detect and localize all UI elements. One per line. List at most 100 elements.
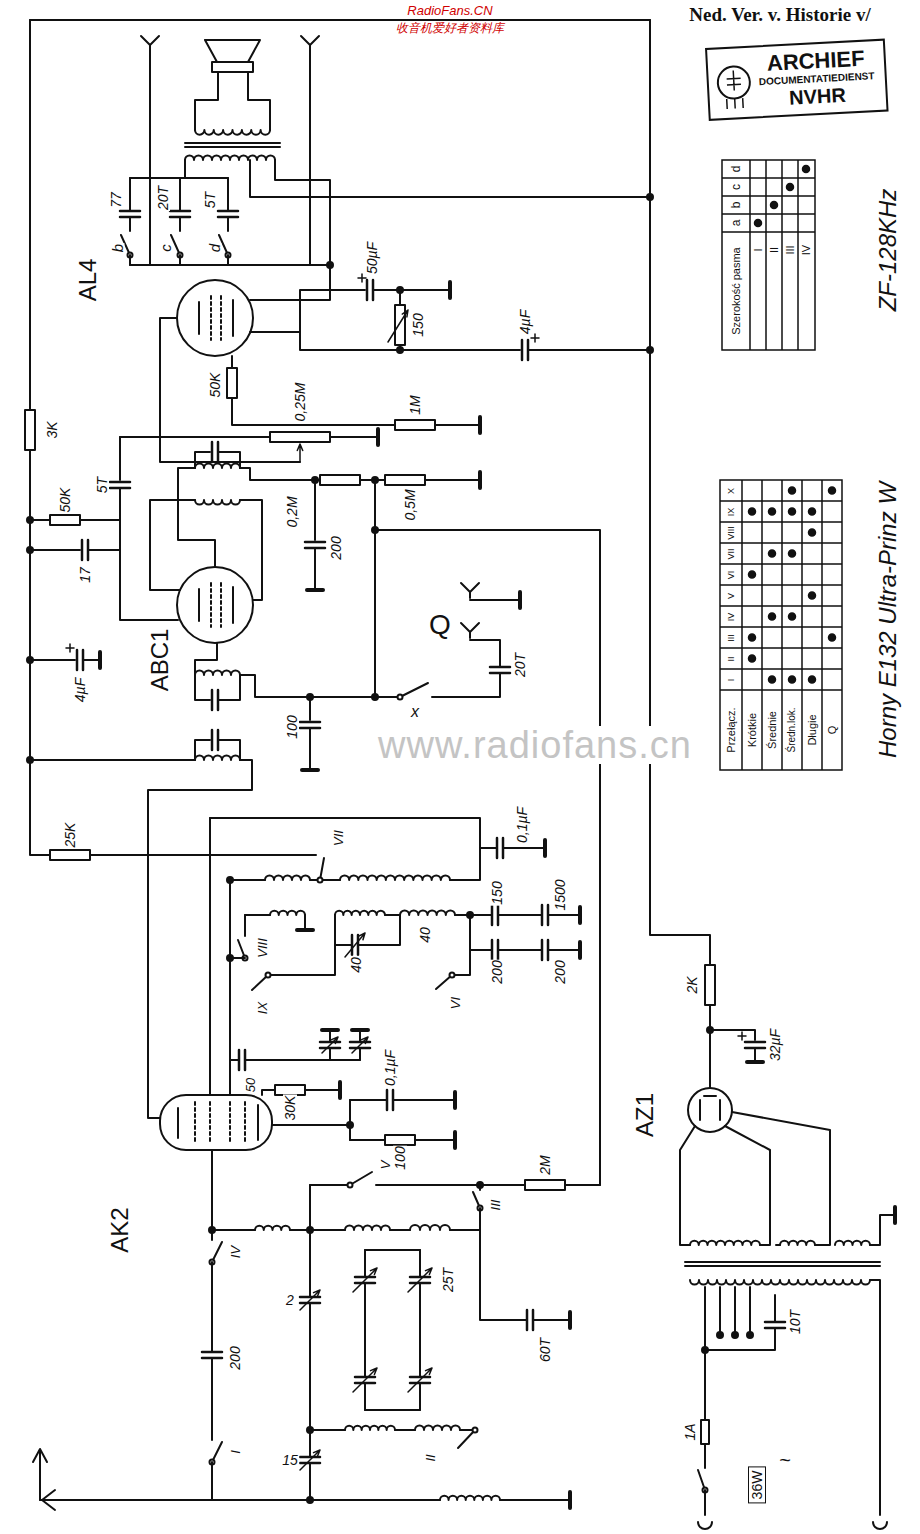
component-value: 200: [553, 959, 567, 984]
earth-socket: [42, 1490, 55, 1510]
wire: [209, 818, 211, 1095]
component-value: b: [110, 243, 125, 253]
ground-symbol: [543, 840, 547, 856]
wire: [719, 1287, 721, 1335]
component-value: 1500: [553, 878, 567, 911]
wire: [218, 740, 240, 760]
adjust-arrow: [388, 310, 408, 342]
component-value: 4µF: [73, 677, 87, 703]
ground-symbol: [352, 1028, 368, 1032]
wire: [365, 1249, 420, 1251]
wire: [650, 20, 710, 965]
table-dot: [809, 592, 816, 599]
resistor-symbol: [320, 475, 360, 485]
component-value: 5T: [95, 476, 109, 494]
wire: [129, 178, 131, 211]
table-dot: [789, 550, 796, 557]
coil-symbol: [255, 1226, 290, 1230]
wire: [250, 290, 365, 332]
wire: [195, 740, 210, 760]
component-value: 0,25M: [293, 382, 307, 423]
component-value: 1M: [408, 394, 422, 415]
archive-header: Ned. Ver. v. Historie v/: [688, 5, 871, 24]
junction-dot: [307, 1227, 313, 1233]
wire: [415, 1139, 455, 1141]
speaker-magnet: [212, 62, 253, 72]
tube-name: AZ1: [633, 1092, 657, 1138]
polarity-mark: [738, 1032, 746, 1040]
component-value: 2M: [538, 1154, 552, 1175]
junction-dot: [347, 1122, 353, 1128]
junction-dot: [707, 1027, 713, 1033]
table-cell: Długie: [807, 713, 818, 746]
wire: [130, 264, 330, 266]
component-value: 50: [244, 1077, 257, 1093]
component-value: II: [424, 1453, 437, 1462]
wire: [218, 675, 240, 700]
resistor-symbol: [25, 410, 35, 450]
component-value: 4µF: [518, 309, 532, 335]
wire: [710, 1030, 755, 1040]
component-value: VIII: [256, 937, 269, 959]
table-cell: d: [730, 165, 742, 174]
wire: [393, 1099, 455, 1101]
ground-symbol: [578, 942, 582, 958]
wire: [498, 949, 542, 951]
table-dot: [769, 676, 776, 683]
wire: [314, 548, 316, 590]
wire: [548, 914, 580, 916]
table-cell: VIII: [727, 525, 736, 541]
component-value: I: [229, 1449, 242, 1455]
coil-symbol: [780, 1241, 815, 1245]
wire: [754, 1048, 756, 1062]
table-dot: [789, 487, 796, 494]
wire: [185, 142, 280, 144]
component-value: 2: [285, 1293, 295, 1307]
wire: [195, 643, 217, 675]
junction-dot: [467, 912, 473, 918]
wire: [30, 450, 50, 855]
coil-symbol: [195, 464, 240, 469]
ground-symbol: [578, 907, 582, 923]
wire: [309, 697, 311, 720]
table-cell: Q: [827, 725, 838, 736]
wire: [870, 1280, 880, 1515]
component-value: 50K: [58, 487, 72, 514]
component-value: 0,1µF: [383, 1049, 397, 1087]
wire: [262, 1090, 275, 1095]
coil-symbol: [415, 1426, 460, 1431]
wire: [195, 452, 210, 468]
table-dot: [749, 655, 756, 662]
tube-anode: [232, 300, 234, 336]
wire: [30, 19, 650, 21]
wire: [419, 1250, 421, 1277]
switch-symbol: [350, 1172, 372, 1185]
table-dot: [755, 220, 762, 227]
ground-symbol: [98, 652, 102, 668]
polarity-mark: [358, 274, 366, 282]
component-value: c: [158, 243, 173, 253]
coil-symbol: [195, 130, 270, 135]
wire: [385, 914, 400, 916]
coil-symbol: [345, 1426, 395, 1430]
wire: [330, 436, 378, 438]
wire: [450, 848, 480, 880]
table-dot: [769, 508, 776, 515]
wire: [184, 160, 186, 178]
socket-symbol: [698, 1522, 712, 1529]
table-border: [720, 480, 842, 770]
wire: [503, 847, 545, 849]
wire: [375, 696, 400, 698]
wire: [80, 519, 120, 521]
wire: [704, 1444, 706, 1468]
table-rule: [722, 178, 815, 232]
table-dot: [809, 529, 816, 536]
ground-symbol: [568, 1492, 572, 1508]
component-value: 200: [490, 959, 504, 984]
component-value: 50µF: [365, 241, 379, 275]
wire: [129, 217, 131, 231]
wire: [432, 673, 500, 697]
switch-symbol: [458, 1430, 475, 1448]
resistor-symbol: [385, 475, 425, 485]
component-value: VI: [449, 996, 462, 1010]
